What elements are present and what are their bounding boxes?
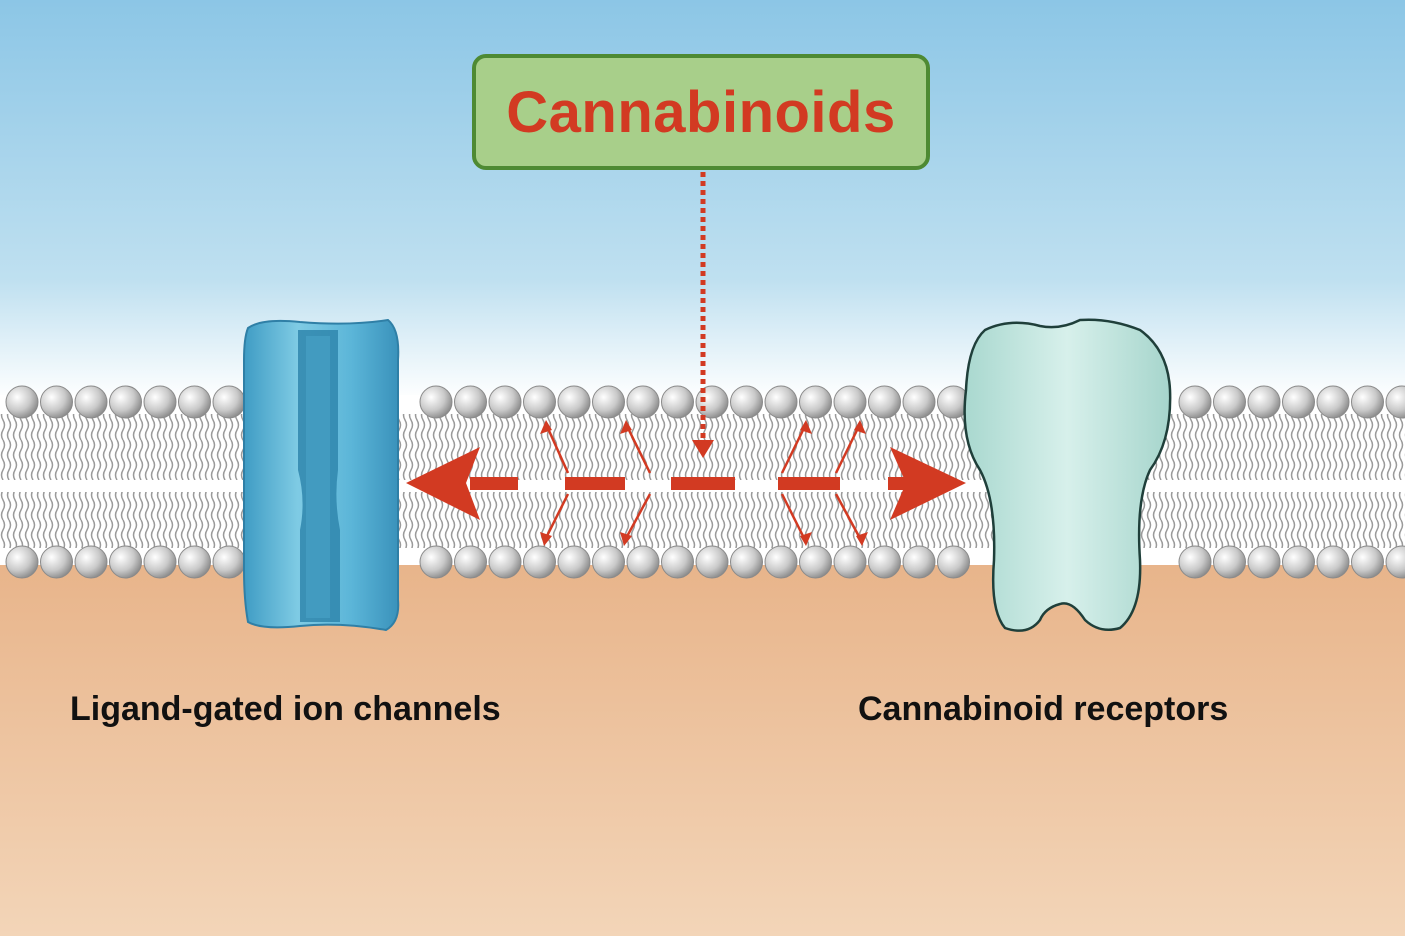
ion-channel-label: Ligand-gated ion channels: [70, 690, 501, 728]
lipid-head: [764, 385, 798, 419]
lipid-head: [40, 385, 73, 419]
lipid-head: [1282, 545, 1315, 579]
intracellular-space: [0, 560, 1405, 936]
ion-channel-icon: [243, 318, 400, 632]
lipid-head: [1351, 385, 1384, 419]
lipid-head: [1247, 545, 1281, 579]
lipid-head: [212, 545, 246, 579]
connector-arrowhead: [692, 440, 714, 458]
lipid-heads-bottom: [5, 545, 1405, 579]
title-box: Cannabinoids: [472, 54, 930, 170]
receptor-icon: [963, 318, 1172, 632]
lipid-head: [109, 545, 142, 579]
lipid-head: [937, 545, 970, 579]
diagram-title: Cannabinoids: [506, 79, 896, 145]
lipid-head: [74, 545, 108, 579]
lipid-head: [1178, 545, 1212, 579]
lipid-head: [1316, 385, 1350, 419]
lipid-head: [5, 545, 39, 579]
lipid-head: [143, 545, 177, 579]
lipid-head: [626, 385, 660, 419]
lipid-head: [523, 545, 556, 579]
lipid-head: [143, 385, 177, 419]
lipid-head: [902, 545, 936, 579]
lipid-head: [626, 545, 660, 579]
lipid-head: [488, 545, 522, 579]
lipid-head: [1213, 545, 1246, 579]
lipid-head: [1282, 385, 1315, 419]
lipid-head: [178, 385, 211, 419]
lipid-head: [1385, 545, 1405, 579]
right-dash: [778, 477, 840, 490]
lipid-head: [178, 545, 211, 579]
lipid-head: [523, 385, 556, 419]
lipid-head: [902, 385, 936, 419]
receptor-label: Cannabinoid receptors: [858, 690, 1229, 728]
lipid-head: [40, 545, 73, 579]
lipid-head: [488, 385, 522, 419]
diffusion-arrowheads: [540, 420, 868, 546]
lipid-head: [799, 545, 832, 579]
lipid-head: [1178, 385, 1212, 419]
lipid-tails-lower: [0, 492, 1405, 548]
lipid-head: [592, 545, 625, 579]
center-dash: [671, 477, 735, 490]
lipid-head: [1351, 545, 1384, 579]
lipid-head: [799, 385, 832, 419]
lipid-head: [764, 545, 798, 579]
lipid-head: [661, 385, 694, 419]
lipid-heads-top: [5, 385, 1405, 419]
lipid-head: [5, 385, 39, 419]
lipid-head: [695, 545, 729, 579]
lipid-head: [557, 385, 591, 419]
lipid-head: [1213, 385, 1246, 419]
lipid-head: [730, 385, 763, 419]
lipid-head: [419, 545, 453, 579]
lipid-head: [661, 545, 694, 579]
lipid-head: [868, 545, 901, 579]
lipid-head: [212, 385, 246, 419]
lipid-head: [833, 545, 867, 579]
lipid-head: [1247, 385, 1281, 419]
lipid-head: [557, 545, 591, 579]
lipid-head: [833, 385, 867, 419]
right-arrow: [888, 447, 966, 520]
lipid-head: [730, 545, 763, 579]
left-dash: [565, 477, 625, 490]
diffusion-arrows: [542, 423, 864, 543]
lipid-head: [419, 385, 453, 419]
lipid-head: [109, 385, 142, 419]
lipid-head: [1316, 545, 1350, 579]
lipid-head: [868, 385, 901, 419]
lipid-head: [74, 385, 108, 419]
lipid-head: [1385, 385, 1405, 419]
lipid-head: [454, 545, 487, 579]
left-arrow: [406, 447, 518, 520]
lipid-head: [592, 385, 625, 419]
lipid-head: [454, 385, 487, 419]
